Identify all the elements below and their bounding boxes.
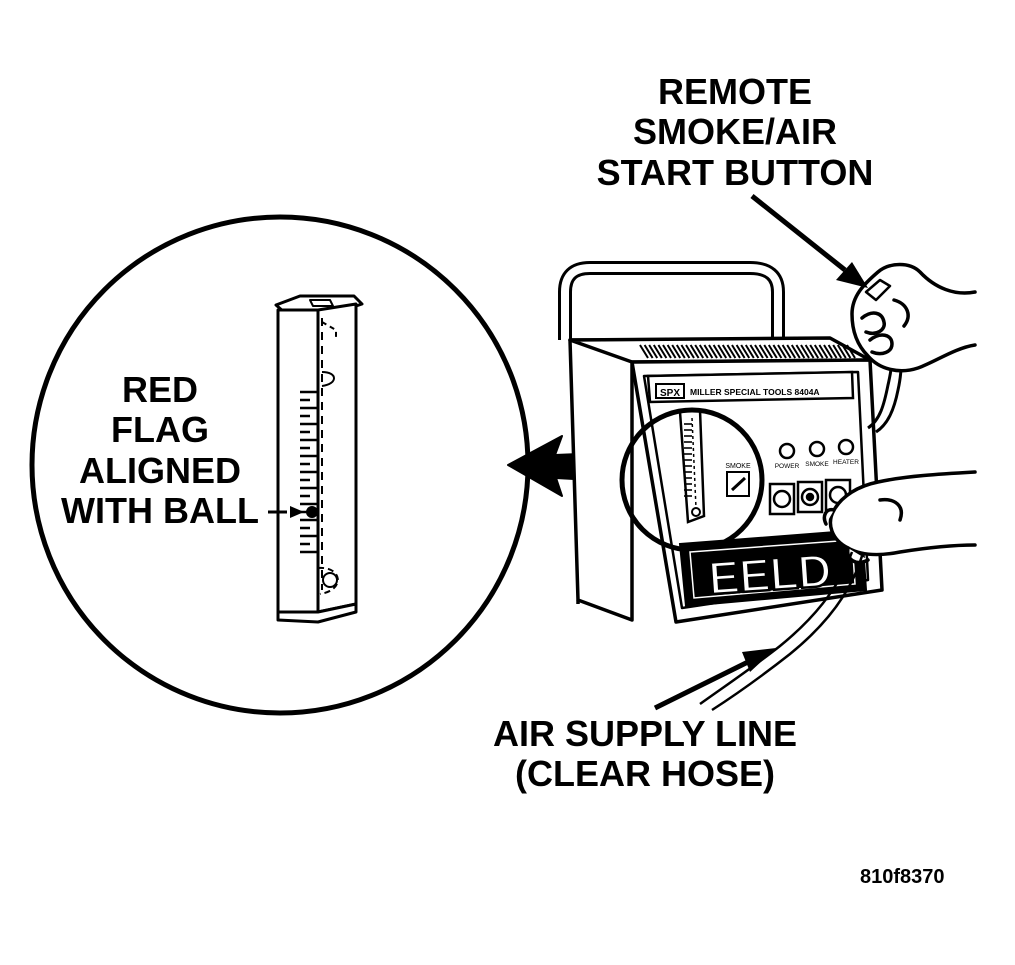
remote-label-line-3: START BUTTON (596, 151, 874, 193)
vent-slot (809, 344, 820, 359)
indicator-lamps (778, 438, 855, 460)
vent-slot (721, 344, 732, 359)
vent-slot (827, 344, 838, 359)
brand-band: SPX MILLER SPECIAL TOOLS 8404A (646, 370, 855, 404)
remote-label-line-1: REMOTE (657, 71, 812, 112)
vent-slot (772, 344, 783, 359)
vent-slot (804, 344, 815, 359)
vent-slot (758, 344, 769, 359)
vent-slot (818, 344, 829, 359)
vent-slot (662, 344, 672, 359)
vent-slot (841, 344, 852, 359)
vent-slot (823, 344, 833, 359)
logo-plate: EELD (678, 528, 868, 608)
air-label-line-1: AIR SUPPLY LINE (492, 713, 798, 754)
device-flowmeter-ticks (684, 423, 692, 497)
red-flag-label-line-1: RED (121, 369, 198, 410)
vent-slot (735, 344, 746, 359)
vent-slot (749, 344, 760, 359)
remote-label-line-2: SMOKE/AIR (632, 111, 837, 153)
vent-slot (781, 344, 792, 359)
vent-slot (777, 344, 787, 359)
vent-slot (666, 344, 677, 359)
vent-slot (694, 344, 705, 359)
vent-slot (648, 344, 659, 359)
top-vent-grille (639, 344, 856, 359)
vent-slot (786, 344, 797, 359)
vent-slot (643, 344, 654, 359)
vent-slot (703, 344, 714, 359)
red-flag-label-line-4: WITH BALL (61, 489, 259, 531)
vent-slot (767, 344, 778, 359)
vent-slot (671, 344, 682, 359)
hand-at-socket-illustration (822, 470, 977, 565)
vent-slot (744, 344, 755, 359)
flowmeter-scale (317, 318, 339, 595)
hand-with-remote-illustration (850, 262, 977, 373)
air-label-line-2: (CLEAR HOSE) (515, 753, 775, 795)
brand-text: MILLER SPECIAL TOOLS 8404A (690, 387, 820, 397)
red-flag-label-line-3: ALIGNED (79, 449, 241, 491)
smoke-toggle-label: SMOKE (725, 463, 751, 470)
smoke-toggle: SMOKE (725, 463, 751, 497)
lamp-labels: POWER SMOKE HEATER (775, 459, 860, 470)
red-flag-and-ball (290, 506, 318, 518)
figure-id: 810f8370 (860, 866, 945, 888)
vent-slot (846, 344, 856, 359)
vent-slot (813, 344, 824, 359)
vent-slot (832, 344, 843, 359)
flowmeter-tube-illustration (274, 294, 364, 624)
red-flag-label-line-2: FLAG (111, 409, 209, 451)
vent-slot (800, 344, 810, 359)
vent-slot (790, 344, 801, 359)
device-logo: EELD (707, 544, 833, 604)
vent-slot (680, 344, 691, 359)
leader-arrow-remote (750, 194, 868, 288)
vent-slot (708, 344, 718, 359)
power-lamp-label: POWER (775, 463, 800, 470)
red-flag-label: RED FLAG ALIGNED WITH BALL (40, 369, 280, 531)
vent-slot (763, 344, 774, 359)
air-supply-hose (699, 551, 864, 712)
vent-slot (657, 344, 668, 359)
vent-slot (685, 344, 695, 359)
brand-badge: SPX (660, 388, 680, 399)
remote-start-button-label: REMOTE SMOKE/AIR START BUTTON (570, 71, 900, 193)
vent-slot (731, 344, 741, 359)
vent-slot (726, 344, 737, 359)
vent-slot (675, 344, 686, 359)
vent-slot (836, 344, 847, 359)
heater-lamp-label: HEATER (833, 459, 859, 466)
vent-slot (740, 344, 751, 359)
vent-slot (639, 344, 649, 359)
vent-slot (652, 344, 663, 359)
vent-slot (754, 344, 764, 359)
vent-slot (795, 344, 806, 359)
smoke-lamp-label: SMOKE (805, 461, 829, 468)
flowmeter-tick-marks (300, 390, 318, 554)
vent-slot (717, 344, 728, 359)
air-supply-line-label: AIR SUPPLY LINE (CLEAR HOSE) (455, 713, 835, 795)
vent-slot (689, 344, 700, 359)
vent-slot (698, 344, 709, 359)
leader-arrow-air (653, 648, 776, 711)
vent-slot (712, 344, 723, 359)
